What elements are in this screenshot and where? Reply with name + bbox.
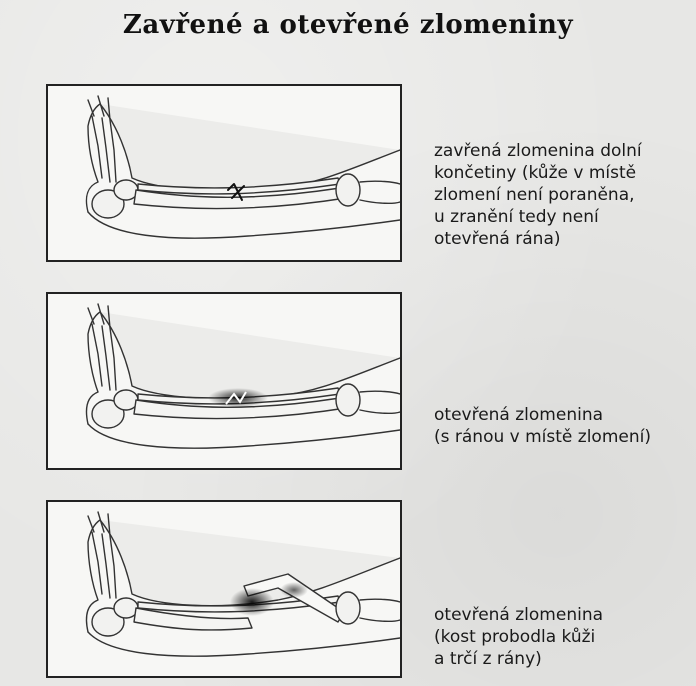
leg-illustration <box>48 502 400 676</box>
caption-open-fracture-wound: otevřená zlomenina (s ránou v místě zlom… <box>434 404 694 448</box>
page-title: Zavřené a otevřené zlomeniny <box>0 10 696 40</box>
caption-line: otevřená zlomenina <box>434 404 694 426</box>
caption-line: zlomení není poraněna, <box>434 184 694 206</box>
caption-line: (s ránou v místě zlomení) <box>434 426 694 448</box>
illustration-closed-fracture <box>46 84 402 262</box>
caption-line: u zranění tedy není <box>434 206 694 228</box>
caption-closed-fracture: zavřená zlomenina dolní končetiny (kůže … <box>434 140 694 250</box>
illustration-open-fracture-wound <box>46 292 402 470</box>
leg-illustration <box>48 294 400 468</box>
illustration-open-fracture-protruding <box>46 500 402 678</box>
caption-line: a trčí z rány) <box>434 648 694 670</box>
caption-line: zavřená zlomenina dolní <box>434 140 694 162</box>
caption-open-fracture-protruding: otevřená zlomenina (kost probodla kůži a… <box>434 604 694 670</box>
caption-line: otevřená rána) <box>434 228 694 250</box>
caption-line: (kost probodla kůži <box>434 626 694 648</box>
caption-line: otevřená zlomenina <box>434 604 694 626</box>
caption-line: končetiny (kůže v místě <box>434 162 694 184</box>
leg-illustration <box>48 86 400 260</box>
